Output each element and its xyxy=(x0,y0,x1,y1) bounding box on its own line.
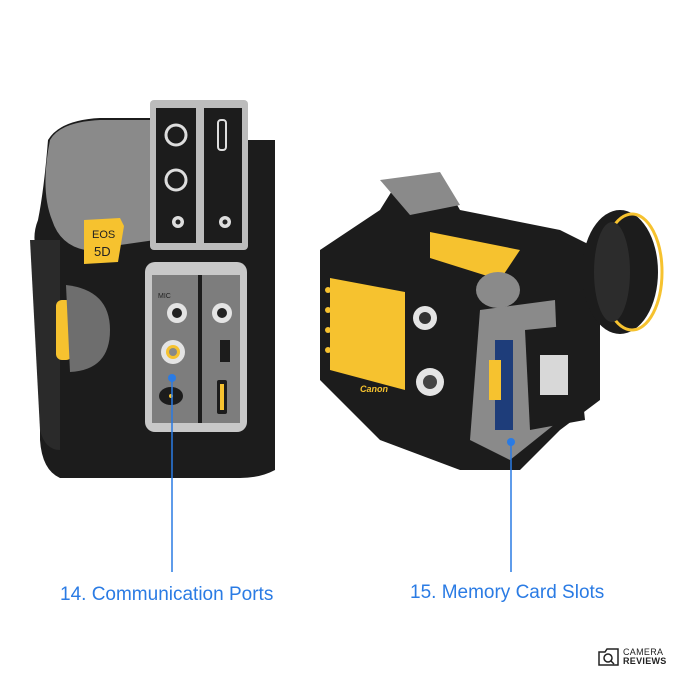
logo-line1: CAMERA xyxy=(623,647,664,657)
communication-ports-label: 14. Communication Ports xyxy=(60,584,274,605)
camera-reviews-logo: CAMERA REVIEWS xyxy=(598,648,667,666)
right-camera-three-quarter-view: Canon xyxy=(320,172,664,470)
lcd-screen xyxy=(330,278,405,390)
card-slot-pointer xyxy=(507,438,515,572)
memory-card-slots-label: 15. Memory Card Slots xyxy=(410,582,605,603)
badge-line1: EOS xyxy=(92,229,115,241)
camera-icon xyxy=(598,648,619,666)
ports-pointer xyxy=(168,374,176,572)
eos-badge xyxy=(84,218,124,264)
mic-label: MIC xyxy=(158,293,171,300)
badge-line2: 5D xyxy=(94,244,111,259)
logo-line2: REVIEWS xyxy=(623,656,667,666)
left-camera-side-view: EOS 5D MIC xyxy=(30,100,275,478)
brand-logo: Canon xyxy=(360,384,389,394)
